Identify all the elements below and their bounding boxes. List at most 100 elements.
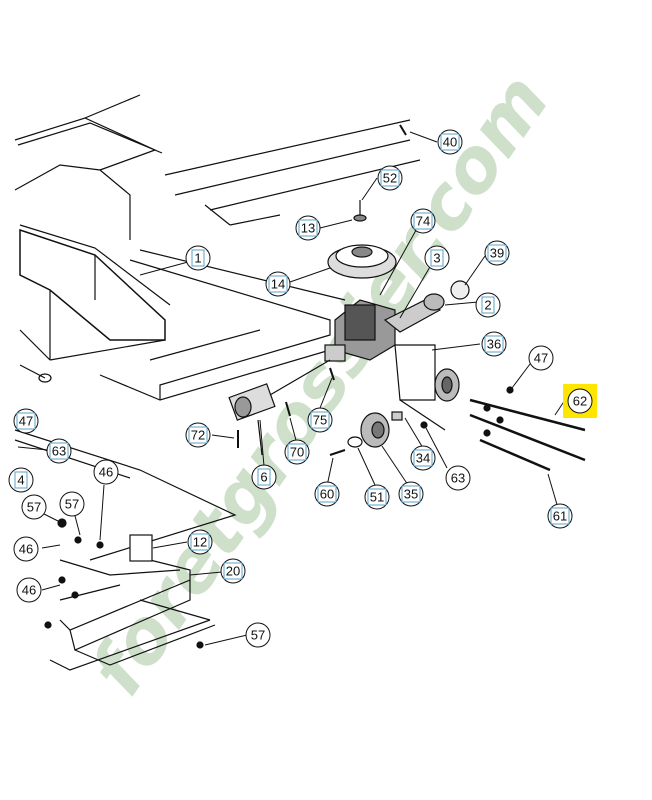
callout-circle xyxy=(410,208,436,234)
callout-box xyxy=(380,169,400,187)
callout-72: 72 xyxy=(185,422,211,448)
callout-12: 12 xyxy=(187,529,213,555)
callout-box xyxy=(298,219,318,237)
callout-box xyxy=(16,412,36,430)
callout-box xyxy=(367,488,387,506)
callout-label: 6 xyxy=(260,470,267,485)
callout-box xyxy=(14,471,28,489)
callout-label: 47 xyxy=(534,351,548,366)
callout-box xyxy=(481,296,495,314)
callout-label: 36 xyxy=(487,337,501,352)
callout-63: 63 xyxy=(46,438,72,464)
callout-box xyxy=(440,133,460,151)
callout-box xyxy=(401,485,421,503)
callout-74: 74 xyxy=(410,208,436,234)
callout-label: 3 xyxy=(433,251,440,266)
callout-57: 57 xyxy=(21,494,47,520)
callout-46: 46 xyxy=(16,577,42,603)
callout-label: 4 xyxy=(17,473,24,488)
callout-circle xyxy=(567,388,593,414)
callout-circle xyxy=(245,622,271,648)
callout-1: 1 xyxy=(185,245,211,271)
callout-circle xyxy=(59,491,85,517)
callout-label: 14 xyxy=(271,277,285,292)
callout-14: 14 xyxy=(265,271,291,297)
callout-box xyxy=(550,507,570,525)
callout-circle xyxy=(13,408,39,434)
callout-label: 46 xyxy=(19,542,33,557)
callout-box xyxy=(188,426,208,444)
callout-circle xyxy=(187,529,213,555)
frame-outline xyxy=(14,94,421,671)
callout-circle xyxy=(307,407,333,433)
callout-label: 2 xyxy=(484,298,491,313)
callout-label: 61 xyxy=(553,509,567,524)
callout-circle xyxy=(185,422,211,448)
callout-label: 46 xyxy=(22,583,36,598)
callout-label: 47 xyxy=(19,414,33,429)
callout-62: 62 xyxy=(563,384,597,418)
callout-circle xyxy=(547,503,573,529)
callout-57: 57 xyxy=(245,622,271,648)
callout-circle xyxy=(46,438,72,464)
callout-circle xyxy=(16,577,42,603)
callout-label: 57 xyxy=(65,497,79,512)
callout-label: 74 xyxy=(416,214,430,229)
callout-34: 34 xyxy=(410,445,436,471)
callout-label: 34 xyxy=(416,451,430,466)
callout-47: 47 xyxy=(528,345,554,371)
callout-box xyxy=(190,533,210,551)
callout-46: 46 xyxy=(93,459,119,485)
callout-40: 40 xyxy=(437,129,463,155)
callout-circle xyxy=(481,331,507,357)
callout-circle xyxy=(437,129,463,155)
callout-36: 36 xyxy=(481,331,507,357)
callout-circle xyxy=(21,494,47,520)
callout-label: 1 xyxy=(194,251,201,266)
watermark: foretgrossier.com xyxy=(74,59,566,710)
callout-label: 70 xyxy=(290,445,304,460)
callout-label: 57 xyxy=(27,500,41,515)
callout-6: 6 xyxy=(251,464,277,490)
callout-circle xyxy=(284,439,310,465)
callout-label: 51 xyxy=(370,490,384,505)
callout-20: 20 xyxy=(220,558,246,584)
callout-circle xyxy=(377,165,403,191)
callout-circle xyxy=(410,445,436,471)
callout-box xyxy=(268,275,288,293)
callout-label: 57 xyxy=(251,628,265,643)
callout-39: 39 xyxy=(484,240,510,266)
callout-label: 75 xyxy=(313,413,327,428)
callout-circle xyxy=(93,459,119,485)
callout-label: 13 xyxy=(301,221,315,236)
gearbox-assembly xyxy=(44,124,586,649)
callout-box xyxy=(413,212,433,230)
callout-label: 63 xyxy=(52,444,66,459)
callout-60: 60 xyxy=(314,481,340,507)
callout-label: 46 xyxy=(99,465,113,480)
callout-label: 62 xyxy=(573,394,587,409)
callout-box xyxy=(223,562,243,580)
callout-35: 35 xyxy=(398,481,424,507)
callout-circle xyxy=(295,215,321,241)
callout-3: 3 xyxy=(424,245,450,271)
callout-label: 12 xyxy=(193,535,207,550)
callout-box xyxy=(413,449,433,467)
callout-circle xyxy=(13,536,39,562)
callout-51: 51 xyxy=(364,484,390,510)
callout-circle xyxy=(398,481,424,507)
callout-13: 13 xyxy=(295,215,321,241)
callout-61: 61 xyxy=(547,503,573,529)
callout-box xyxy=(191,249,205,267)
callout-63: 63 xyxy=(445,465,471,491)
callout-57: 57 xyxy=(59,491,85,517)
callout-box xyxy=(484,335,504,353)
callout-label: 20 xyxy=(226,564,240,579)
callout-circle xyxy=(445,465,471,491)
callout-75: 75 xyxy=(307,407,333,433)
callout-circle xyxy=(220,558,246,584)
callout-2: 2 xyxy=(475,292,501,318)
callout-70: 70 xyxy=(284,439,310,465)
callout-52: 52 xyxy=(377,165,403,191)
